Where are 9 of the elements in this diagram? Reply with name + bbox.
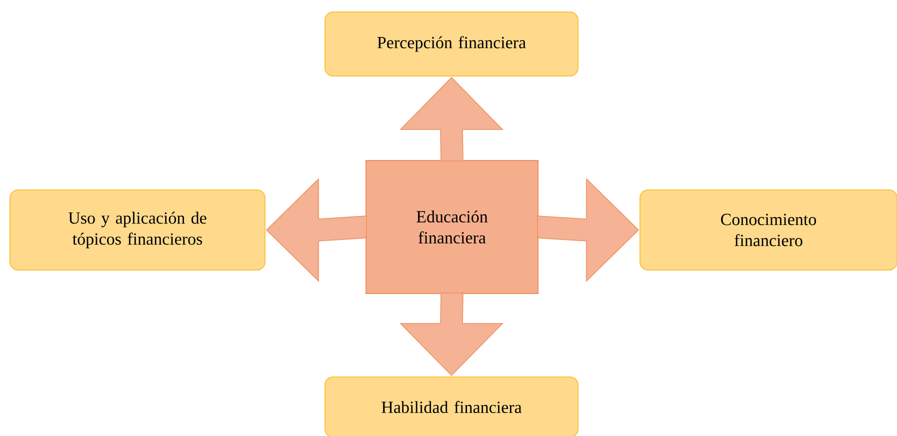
block-arrow: [537, 178, 640, 282]
block-arrow: [400, 292, 504, 376]
block-arrow: [266, 178, 367, 282]
center-square: Educación financiera: [366, 160, 538, 294]
rounded-box: Habilidad financiera: [324, 376, 578, 436]
block-arrow: [400, 76, 504, 162]
rounded-box: Uso y aplicación de tópicos financieros: [10, 190, 266, 270]
rounded-box: Conocimiento financiero: [640, 190, 897, 270]
rounded-box: Percepción financiera: [324, 12, 578, 76]
